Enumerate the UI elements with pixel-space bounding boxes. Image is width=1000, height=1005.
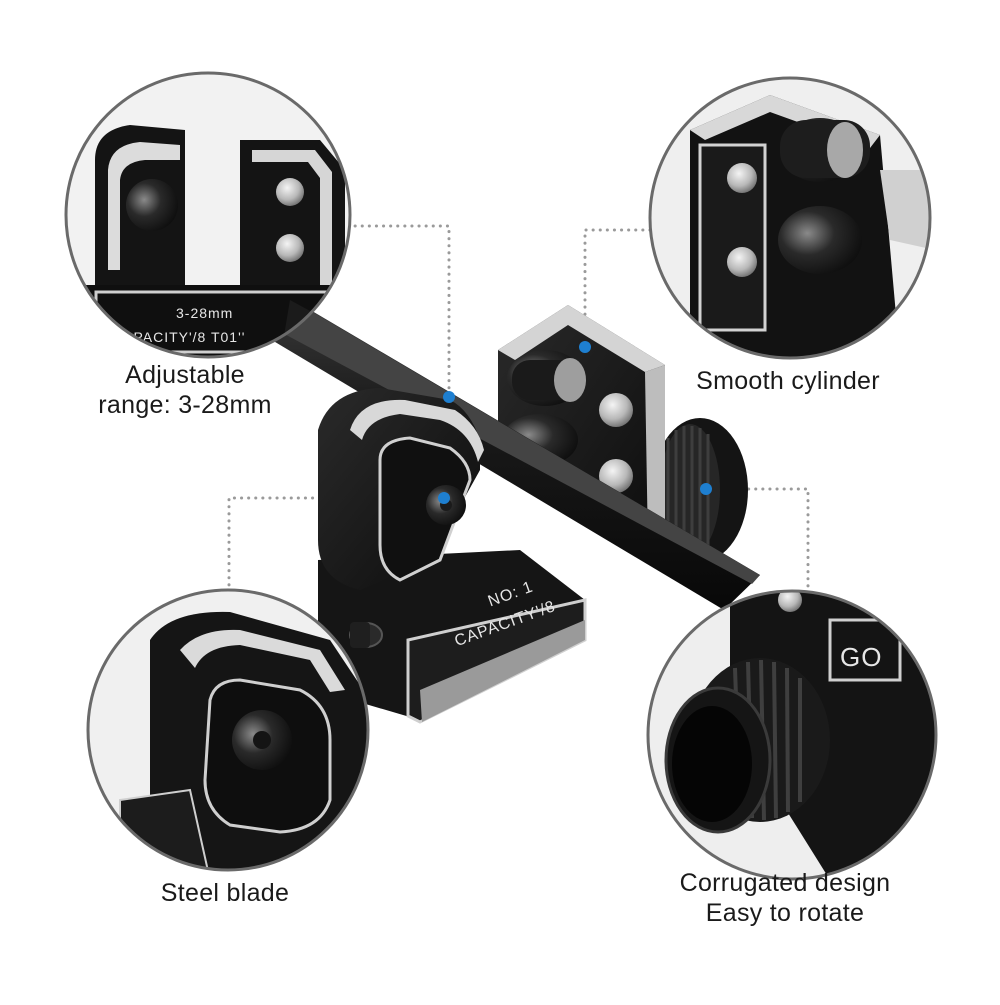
main-pipe-cutter: NO: 1 CAPACITY'/8 (255, 298, 760, 724)
caption-smooth-cylinder: Smooth cylinder (668, 366, 908, 396)
leader-line-smooth (583, 228, 652, 347)
caption-steel-blade: Steel blade (130, 878, 320, 908)
marker-adjustable (443, 391, 455, 403)
caption-corrugated-line2: Easy to rotate (705, 899, 865, 927)
caption-blade-line1: Steel blade (160, 879, 290, 907)
caption-adjustable-line1: Adjustable (125, 361, 245, 389)
screw-head-icon (599, 393, 633, 493)
caption-adjustable-range: Adjustable range: 3-28mm (70, 360, 300, 420)
inset-etch-line2: CAPACITY'/8 T01'' (112, 329, 245, 345)
inset-corrugated-knob: GO (646, 589, 938, 881)
knurled-knob-icon (664, 658, 830, 834)
knob-badge: GO (840, 642, 882, 672)
inset-etch-line1: 3-28mm (176, 305, 233, 321)
inset-smooth-cylinder (648, 76, 932, 360)
marker-smooth (579, 341, 591, 353)
caption-corrugated-line1: Corrugated design (679, 869, 891, 897)
marker-corrugated (700, 483, 712, 495)
caption-adjustable-line2: range: 3-28mm (98, 391, 272, 419)
caption-smooth-line1: Smooth cylinder (696, 367, 880, 395)
leader-line-adjustable (346, 224, 451, 397)
leader-dot-marker-icon (438, 341, 712, 504)
marker-blade (438, 492, 450, 504)
front-clamp (318, 388, 484, 590)
caption-corrugated-design: Corrugated design Easy to rotate (640, 868, 930, 928)
inset-steel-blade (86, 588, 370, 872)
cutter-tube (255, 298, 760, 610)
